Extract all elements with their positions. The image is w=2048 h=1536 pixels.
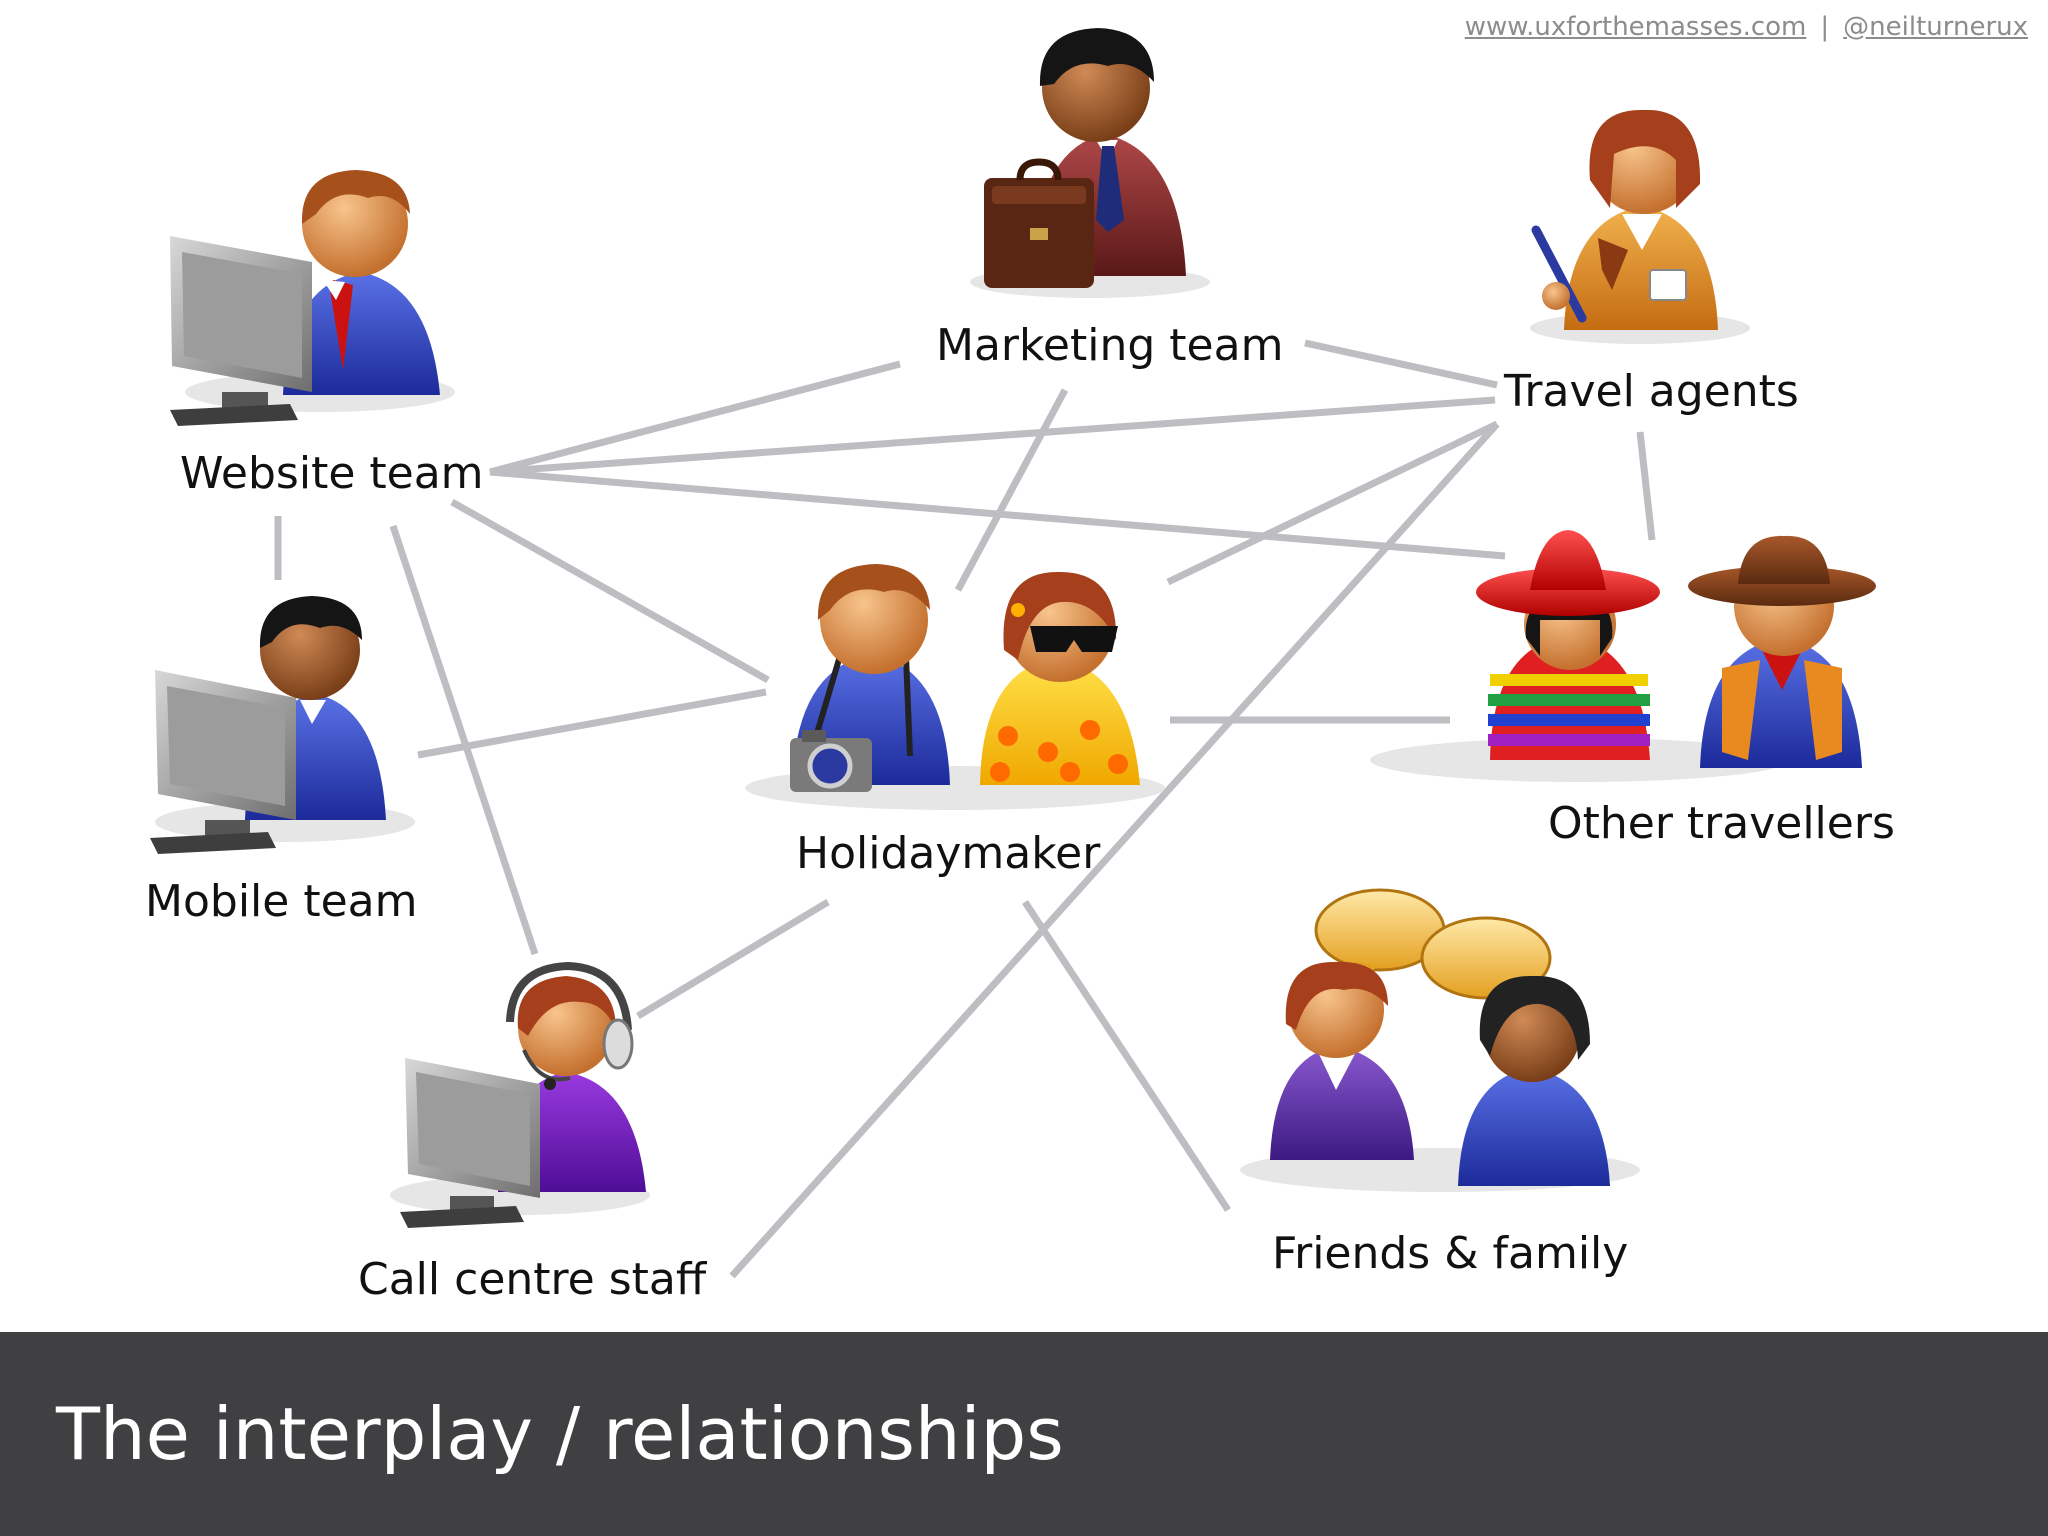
friends-family-label: Friends & family	[1272, 1228, 1628, 1279]
call-centre-staff-icon	[390, 961, 650, 1228]
edge-holidaymaker-call-centre	[636, 898, 830, 1020]
mobile-team-label: Mobile team	[145, 876, 417, 927]
holidaymaker-icon	[745, 564, 1165, 810]
marketing-team-icon	[970, 28, 1210, 298]
marketing-team-label: Marketing team	[936, 320, 1283, 371]
edge-travel-agents-other-travellers	[1636, 431, 1656, 541]
website-team-icon	[170, 170, 455, 426]
edge-travel-agents-call-centre	[729, 421, 1500, 1279]
slide-title-bar: The interplay / relationships	[0, 1332, 2048, 1536]
website-team-label: Website team	[180, 448, 484, 499]
call-centre-staff-label: Call centre staff	[358, 1254, 708, 1305]
edge-mobile-holidaymaker	[417, 688, 767, 759]
twitter-handle-link[interactable]: @neilturnerux	[1843, 12, 2028, 42]
mobile-team-icon	[150, 596, 415, 854]
credit-separator: |	[1820, 12, 1830, 42]
edge-marketing-travel-agents	[1304, 339, 1498, 389]
edge-marketing-holidaymaker	[954, 388, 1069, 592]
edge-website-call-centre	[389, 524, 539, 956]
travel-agents-icon	[1530, 109, 1750, 344]
website-link[interactable]: www.uxforthemasses.com	[1464, 12, 1807, 42]
travel-agents-label: Travel agents	[1503, 366, 1799, 417]
edge-website-travel-agents	[489, 396, 1496, 476]
header-credits: www.uxforthemasses.com | @neilturnerux	[1465, 12, 2028, 42]
edge-travel-agents-holidaymaker	[1166, 420, 1499, 586]
edge-website-marketing	[489, 360, 901, 476]
friends-family-icon	[1240, 888, 1640, 1192]
slide-title: The interplay / relationships	[56, 1392, 1064, 1476]
other-travellers-label: Other travellers	[1548, 798, 1895, 849]
other-travellers-icon	[1370, 530, 1876, 782]
camera-icon	[790, 730, 872, 792]
edge-holidaymaker-friends-family	[1022, 900, 1231, 1212]
edge-website-holidaymaker	[450, 498, 770, 684]
connector-lines	[274, 339, 1656, 1279]
holidaymaker-label: Holidaymaker	[796, 828, 1101, 879]
